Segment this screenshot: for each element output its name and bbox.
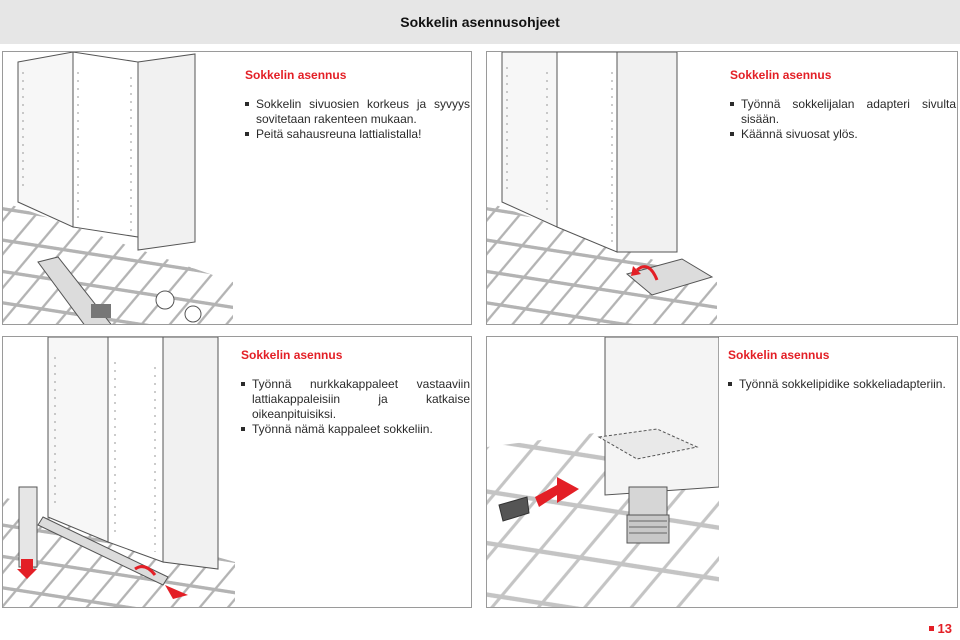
red-arrow-icon	[17, 559, 37, 579]
page-number: 13	[928, 621, 952, 636]
panel-2-item-1: Työnnä sokkelijalan adapteri sivulta sis…	[730, 97, 956, 127]
panel-step-3: Sokkelin asennus Työnnä nurkkakappaleet …	[2, 336, 472, 608]
page-number-text: 13	[937, 621, 952, 636]
panel-4-item-1: Työnnä sokkelipidike sokkeliadapteriin.	[728, 377, 956, 392]
illustration-cutting-plinth	[3, 52, 233, 324]
page-header: Sokkelin asennusohjeet	[0, 0, 960, 44]
panel-1-item-1: Sokkelin sivuosien korkeus ja syvyys sov…	[245, 97, 470, 127]
illustration-corner-pieces	[3, 337, 235, 607]
illustration-adapter-insert	[487, 52, 717, 324]
panel-4-text: Sokkelin asennus Työnnä sokkelipidike so…	[728, 348, 956, 392]
panel-4-title: Sokkelin asennus	[728, 348, 830, 362]
panel-1-title: Sokkelin asennus	[245, 68, 347, 82]
red-arrow-icon	[535, 477, 579, 507]
panel-2-item-2: Käännä sivuosat ylös.	[730, 127, 956, 142]
panel-3-item-2: Työnnä nämä kappaleet sokkeliin.	[241, 422, 470, 437]
panel-2-text: Sokkelin asennus Työnnä sokkelijalan ada…	[730, 68, 956, 142]
panel-1-item-2: Peitä sahausreuna lattialistalla!	[245, 127, 470, 142]
panel-3-item-1: Työnnä nurkkakappaleet vastaaviin lattia…	[241, 377, 470, 422]
panel-step-4: Sokkelin asennus Työnnä sokkelipidike so…	[486, 336, 958, 608]
panel-2-title: Sokkelin asennus	[730, 68, 832, 82]
panel-3-text: Sokkelin asennus Työnnä nurkkakappaleet …	[241, 348, 470, 437]
panel-1-text: Sokkelin asennus Sokkelin sivuosien kork…	[245, 68, 470, 142]
curved-arrow-icon	[636, 265, 659, 281]
bullet-square-icon	[928, 626, 934, 631]
panel-step-2: Sokkelin asennus Työnnä sokkelijalan ada…	[486, 51, 958, 325]
panel-step-1: Sokkelin asennus Sokkelin sivuosien kork…	[2, 51, 472, 325]
page-title: Sokkelin asennusohjeet	[400, 14, 560, 30]
panel-3-title: Sokkelin asennus	[241, 348, 343, 362]
illustration-plinth-clip	[487, 337, 719, 607]
